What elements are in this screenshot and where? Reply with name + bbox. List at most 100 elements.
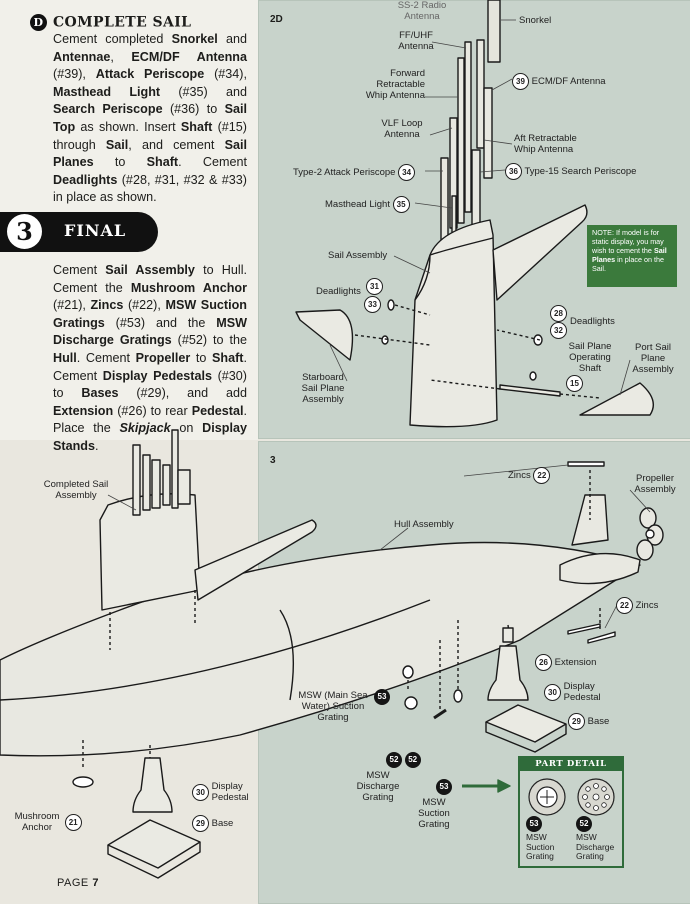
label-msw-suction-b: MSW Suction Grating <box>418 797 450 830</box>
num-22-right: 22 <box>616 597 633 614</box>
text-run: (#28, #31, #32 & #33) in place as shown. <box>53 172 247 205</box>
label-forward-whip: Forward Retractable Whip Antenna <box>365 68 425 101</box>
text-run: (#52) to the <box>171 333 247 348</box>
text-run: NOTE: If model is for static display, yo… <box>592 228 664 255</box>
text-run: (#34), <box>204 67 247 82</box>
step-3-text: Cement Sail Assembly to Hull. Cement the… <box>53 262 247 456</box>
num-15: 15 <box>566 375 583 392</box>
label-aft-whip: Aft Retractable Whip Antenna <box>514 133 577 155</box>
label-port-plane: Port Sail Plane Assembly <box>632 342 674 375</box>
panel-2d-tag: 2D <box>270 14 283 25</box>
text-run: . Cement <box>178 155 247 170</box>
bold-term: MSW Discharge Gratings <box>53 315 247 348</box>
label-search-periscope: 36 Type-15 Search Periscope <box>505 163 636 180</box>
num-31-wrap: 31 <box>366 278 383 295</box>
num-32: 32 <box>550 322 567 339</box>
bold-term: MSW Suction Gratings <box>53 298 247 330</box>
num-28-wrap: 28 <box>550 305 567 322</box>
num-28: 28 <box>550 305 567 322</box>
bold-term: Skipjack <box>119 421 171 436</box>
bold-term: Masthead Light <box>53 84 161 99</box>
label-zincs-top: Zincs 22 <box>508 467 551 484</box>
bold-term: Sail Top <box>53 102 247 134</box>
text-run: in place on the Sail. <box>592 255 664 273</box>
num-31: 31 <box>366 278 383 295</box>
text-run: (#21), <box>53 298 91 313</box>
mast-group <box>440 0 501 262</box>
bold-term: Sail Assembly <box>105 263 195 277</box>
label-ss2-antenna: SS-2 Radio Antenna <box>397 0 447 22</box>
label-extension: 26 Extension <box>535 654 596 671</box>
text-run: (#39), <box>53 67 96 82</box>
label-deadlights-left: Deadlights <box>316 286 361 297</box>
num-30-left: 30 <box>192 783 209 801</box>
detail-label-discharge: MSW Discharge Grating <box>576 832 615 861</box>
label-msw-suction-main: MSW (Main Sea Water) Suction Grating <box>298 690 368 723</box>
label-starboard-plane: Starboard Sail Plane Assembly <box>301 372 345 405</box>
text-run: as shown. Insert <box>75 119 181 134</box>
bold-term: Extension <box>53 403 114 418</box>
part-detail-title: PART DETAIL <box>520 758 622 771</box>
bold-term: Sail <box>105 137 129 152</box>
label-display-pedestal-left: 30 Display Pedestal <box>192 781 256 803</box>
propeller-shape <box>636 507 664 561</box>
bold-term: Sail Planes <box>53 137 248 170</box>
bold-term: Zincs <box>90 298 124 313</box>
num-53b-wrap: 53 <box>436 779 452 795</box>
num-52-wrap: 52 52 <box>386 752 421 768</box>
label-ecm-df: 39 ECM/DF Antenna <box>512 73 606 90</box>
part-detail-box: PART DETAIL 53 52 MSW Suction Grating MS… <box>518 756 624 868</box>
bold-term: Antennae <box>53 49 111 64</box>
num-53-wrap: 53 <box>374 689 390 705</box>
bold-term: Deadlights <box>53 172 118 187</box>
text-run: Cement <box>53 263 106 277</box>
detail-52-wrap: 52 <box>576 816 592 832</box>
num-36: 36 <box>505 163 522 180</box>
text-run: (#35) and <box>160 84 247 99</box>
label-snorkel: Snorkel <box>519 15 552 26</box>
bold-term: Snorkel <box>171 32 218 46</box>
num-53-main: 53 <box>374 689 390 705</box>
num-32-wrap: 32 <box>550 322 567 339</box>
bold-term: Shaft <box>212 350 244 365</box>
bold-term: Pedestal <box>191 403 244 418</box>
detail-53-wrap: 53 <box>526 816 542 832</box>
text-run: (#26) to rear <box>113 403 192 418</box>
bold-term: Sail Planes <box>592 246 667 264</box>
bold-term: Bases <box>81 386 119 401</box>
bold-term: Display Pedestals <box>102 368 212 383</box>
bold-term: Display Stands <box>53 421 247 453</box>
num-21: 21 <box>64 813 82 831</box>
text-run: to <box>93 155 147 170</box>
label-attack-periscope: Type-2 Attack Periscope 34 <box>293 164 416 181</box>
panel-3-tag: 3 <box>270 455 276 466</box>
text-run: (#29), and add <box>118 386 247 401</box>
bold-term: Search Periscope <box>53 102 163 117</box>
label-zincs-right: 22 Zincs <box>616 597 658 614</box>
label-completed-sail: Completed Sail Assembly <box>43 479 109 501</box>
static-display-note: NOTE: If model is for static display, yo… <box>587 225 677 287</box>
num-39: 39 <box>512 73 529 90</box>
label-masthead-light: Masthead Light 35 <box>325 196 410 213</box>
num-34: 34 <box>398 164 416 181</box>
text-run: . Cement <box>53 350 247 383</box>
label-sail-assembly: Sail Assembly <box>328 250 388 261</box>
label-ffuhf-antenna: FF/UHF Antenna <box>398 30 434 52</box>
label-deadlights-right: Deadlights <box>570 316 615 327</box>
num-33: 33 <box>364 296 381 313</box>
text-run: , <box>110 49 132 64</box>
label-base-left: 29 Base <box>192 815 233 832</box>
bold-term: ECM/DF Antenna <box>131 49 247 64</box>
label-propeller-assembly: Propeller Assembly <box>634 473 676 495</box>
step-d-text: Cement completed Snorkel and Antennae, E… <box>53 31 247 207</box>
label-mushroom-anchor: Mushroom Anchor 21 <box>12 811 82 833</box>
num-52-b: 52 <box>404 752 421 768</box>
text-run: to <box>190 350 213 365</box>
num-52-a: 52 <box>386 752 402 768</box>
detail-label-suction: MSW Suction Grating <box>526 832 555 861</box>
label-hull-assembly: Hull Assembly <box>394 519 454 530</box>
grating-detail-icons <box>528 778 615 816</box>
